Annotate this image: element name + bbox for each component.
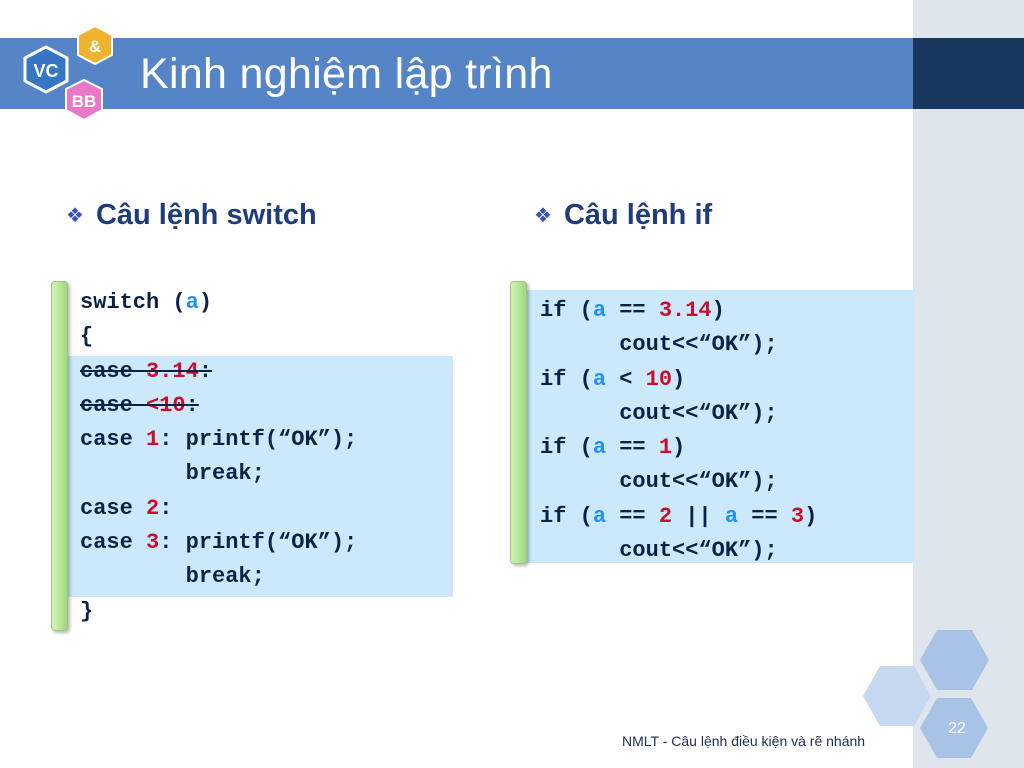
code-line-break: break;	[80, 564, 265, 590]
footer-text: NMLT - Câu lệnh điều kiện và rẽ nhánh	[622, 733, 866, 749]
code-line-case-3-14: case 3.14:	[80, 358, 213, 384]
code-line-if-lt10: if (a < 10)	[540, 366, 686, 392]
diamond-bullet-icon: ❖	[534, 205, 552, 227]
code-line-open-brace: {	[80, 324, 94, 350]
code-line-case-lt10: case <10:	[80, 392, 199, 418]
code-line-case-3: case 3: printf(“OK”);	[80, 530, 358, 556]
code-line-cout: cout<<“OK”);	[540, 538, 778, 564]
code-line-cout: cout<<“OK”);	[540, 400, 778, 426]
logo-bb: BB	[72, 92, 97, 111]
heading-switch: ❖ Câu lệnh switch	[66, 199, 317, 232]
if-code-highlight	[523, 290, 914, 563]
if-code-block: if (a == 3.14) cout<<“OK”); if (a < 10) …	[540, 294, 817, 568]
heading-if: ❖ Câu lệnh if	[534, 199, 712, 232]
code-line-if-3-14: if (a == 3.14)	[540, 298, 725, 323]
page-number: 22	[948, 720, 966, 737]
title-bar-dark-block	[913, 38, 1024, 109]
switch-side-bar	[51, 281, 68, 631]
diamond-bullet-icon: ❖	[66, 205, 84, 227]
title-bar	[0, 38, 913, 109]
code-line-break: break;	[80, 461, 265, 487]
code-line-switch: switch (a)	[80, 290, 213, 315]
code-line-close-brace: }	[80, 598, 94, 624]
slide-title: Kinh nghiệm lập trình	[140, 50, 553, 98]
logo-ampersand: &	[89, 37, 101, 56]
vc-bb-logo: & VC BB	[23, 24, 113, 122]
code-line-if-1: if (a == 1)	[540, 435, 686, 461]
hexagon-decoration	[863, 630, 989, 758]
if-side-bar	[510, 281, 527, 564]
switch-code-block: switch (a) { case 3.14: case <10: case 1…	[80, 286, 357, 629]
code-line-cout: cout<<“OK”);	[540, 469, 778, 495]
code-line-case-1: case 1: printf(“OK”);	[80, 427, 358, 453]
logo-vc: VC	[33, 61, 58, 81]
heading-if-label: Câu lệnh if	[563, 199, 713, 231]
heading-switch-label: Câu lệnh switch	[95, 199, 317, 231]
code-line-if-2-or-3: if (a == 2 || a == 3)	[540, 503, 818, 529]
code-line-cout: cout<<“OK”);	[540, 332, 778, 358]
switch-code-highlight	[67, 356, 453, 597]
code-line-case-2: case 2:	[80, 495, 173, 521]
